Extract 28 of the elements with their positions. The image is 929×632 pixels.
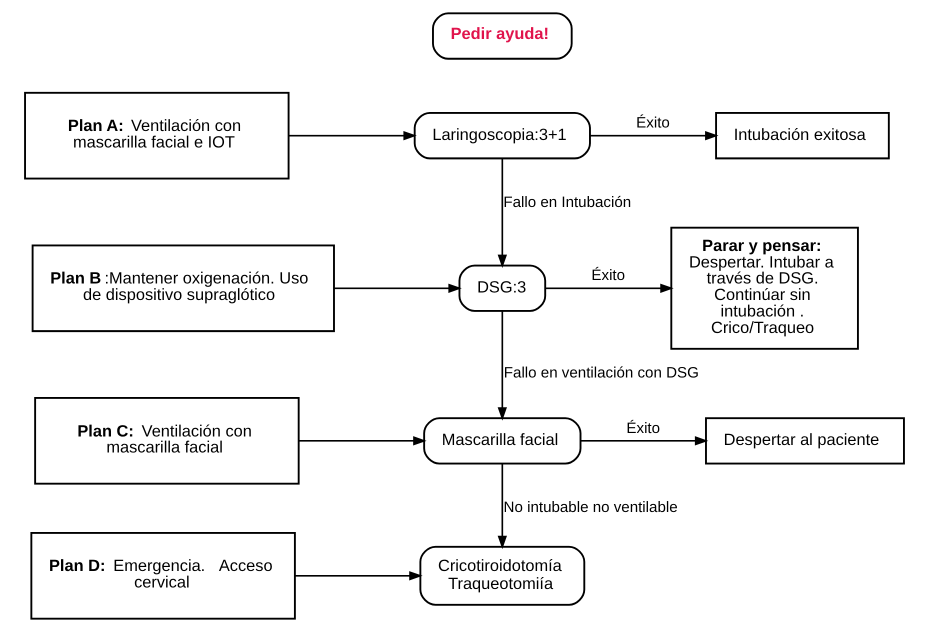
node-box: Intubación exitosa xyxy=(715,112,890,160)
node-box: Parar y pensar: Despertar. Intubar a través de DSG. Continúar sin intubación . Crico/Traqueo xyxy=(670,226,859,350)
node-box: Pedir ayuda! xyxy=(432,12,573,60)
node-box: DSG:3 xyxy=(458,264,546,312)
node-box: Plan A: Ventilación con mascarilla facial e IOT xyxy=(24,92,290,180)
arrow xyxy=(288,130,417,140)
node-box: Despertar al paciente xyxy=(705,417,905,464)
node-box: Mascarilla facial xyxy=(423,417,582,464)
edge-label: Éxito xyxy=(626,420,660,437)
node-box: Cricotiroidotomía Traqueotomiía xyxy=(419,546,586,606)
arrow xyxy=(298,436,427,446)
arrow xyxy=(498,158,508,268)
arrow xyxy=(580,436,708,446)
arrow xyxy=(498,464,508,550)
node-box: Laringoscopia:3+1 xyxy=(414,112,591,160)
arrow xyxy=(294,571,423,580)
edge-label: Éxito xyxy=(591,267,626,284)
node-box: Plan B:Mantener oxigenación. Uso de dispositivo supraglótico xyxy=(32,244,335,332)
edge-label: Éxito xyxy=(636,114,670,132)
arrow xyxy=(546,284,674,293)
arrow xyxy=(590,130,718,140)
node-box: Plan C: Ventilación con mascarilla facial xyxy=(34,397,300,485)
arrow xyxy=(498,311,508,421)
edge-label: Fallo en Intubación xyxy=(503,194,632,212)
edge-label: Fallo en ventilación con DSG xyxy=(504,364,699,382)
edge-label: No intubable no ventilable xyxy=(504,499,678,516)
node-box: Plan D: Emergencia. Acceso cervical xyxy=(30,532,296,620)
arrow xyxy=(334,284,462,293)
